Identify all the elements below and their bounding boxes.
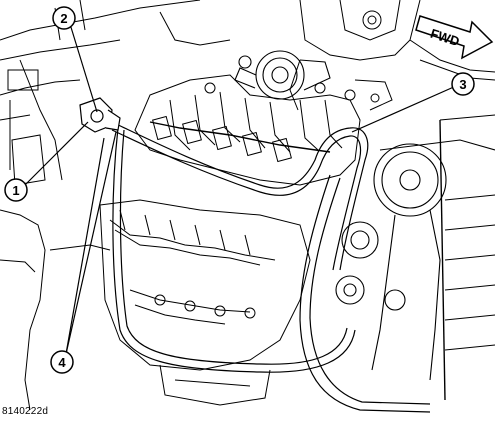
hose-fitting bbox=[79, 97, 121, 133]
leader-lines bbox=[23, 23, 457, 355]
firewall-panels bbox=[0, 0, 231, 411]
callout-4: 4 bbox=[50, 350, 74, 374]
callout-3: 3 bbox=[451, 72, 475, 96]
callout-1-number: 1 bbox=[12, 183, 19, 198]
engine-block bbox=[99, 199, 311, 406]
callout-2-number: 2 bbox=[60, 11, 67, 26]
heater-hoses bbox=[111, 121, 431, 413]
callout-3-number: 3 bbox=[459, 77, 466, 92]
intake-manifold bbox=[134, 74, 393, 186]
throttle-body bbox=[234, 50, 331, 100]
callout-1: 1 bbox=[4, 178, 28, 202]
callout-2: 2 bbox=[52, 6, 76, 30]
callout-4-number: 4 bbox=[58, 355, 66, 370]
accessory-drive bbox=[335, 114, 495, 401]
figure-code: 8140222d bbox=[2, 406, 49, 417]
